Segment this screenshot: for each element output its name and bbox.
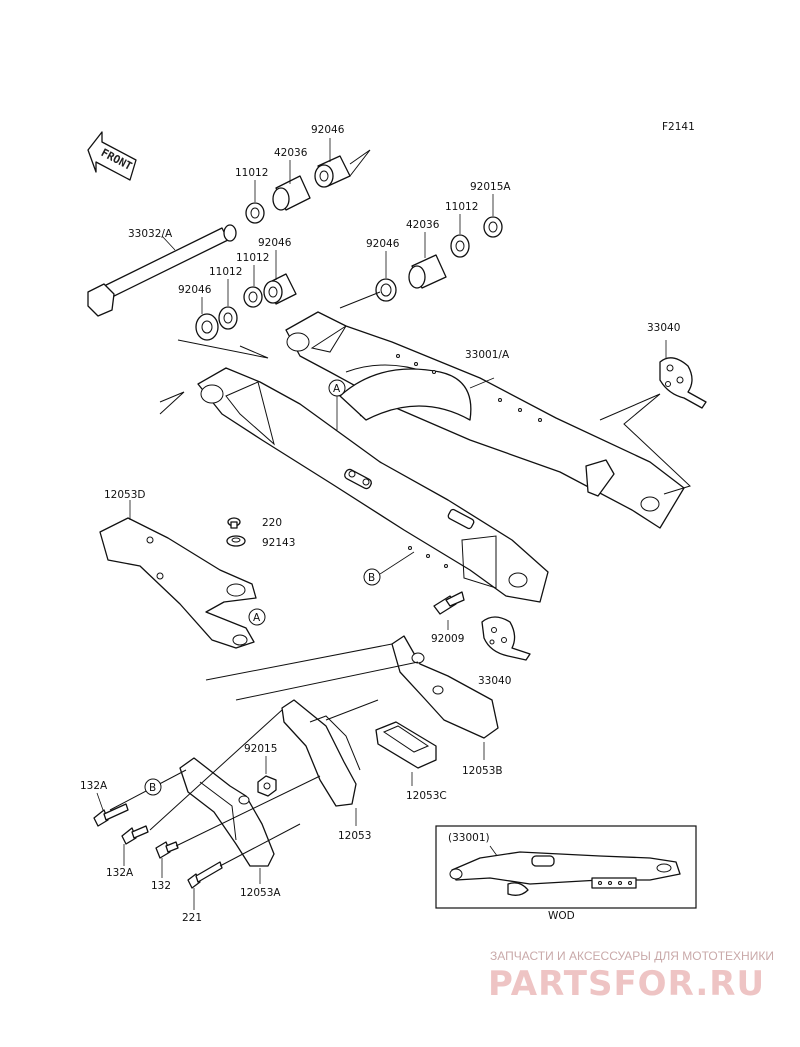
label-92009: 92009 [431, 633, 464, 645]
label-11012-right: 11012 [445, 201, 478, 213]
label-12053a: 12053A [240, 887, 281, 899]
label-33040-mid: 33040 [478, 675, 511, 687]
nut-92015 [257, 775, 277, 797]
label-12053b: 12053B [462, 765, 503, 777]
watermark-brand: PARTSFOR.RU [488, 964, 765, 1004]
chain-adjuster-lower [447, 616, 531, 661]
label-92015: 92015 [244, 743, 277, 755]
callout-b-lower-label: B [149, 782, 156, 794]
callout-b-lower: B [144, 778, 162, 796]
label-42036-left: 42036 [274, 147, 308, 159]
label-92046-top: 92046 [311, 124, 345, 136]
chain-adjuster-upper [599, 340, 707, 495]
bearing-stack-upper-left [245, 149, 371, 224]
label-132: 132 [151, 880, 171, 892]
guide-plate-12053b [391, 635, 499, 760]
label-33032a: 33032/A [128, 228, 173, 240]
inset-box: (33001) WOD [435, 825, 697, 922]
label-92143: 92143 [262, 537, 295, 549]
callout-b-upper-label: B [368, 572, 375, 584]
slider-pad-12053c [375, 721, 437, 786]
label-12053c: 12053C [406, 790, 447, 802]
label-132a-low: 132A [106, 867, 134, 879]
bearing-stack-lower-left [177, 273, 297, 359]
bolt-132a-left [93, 803, 129, 827]
label-92015a: 92015A [470, 181, 511, 193]
swing-arm [159, 311, 685, 603]
chain-guide-upper [99, 500, 257, 649]
inset-swing-arm [449, 851, 681, 896]
callout-a-lower-label: A [253, 612, 261, 624]
label-92046-mid: 92046 [258, 237, 292, 249]
pivot-shaft [87, 224, 237, 317]
callout-a-lower: A [248, 608, 266, 626]
guide-plate-12053a [179, 757, 275, 884]
inset-caption: WOD [548, 910, 575, 922]
label-92046-right: 92046 [366, 238, 400, 250]
bearing-stack-right [339, 216, 503, 309]
label-220: 220 [262, 517, 282, 529]
label-33040-top: 33040 [647, 322, 680, 334]
callout-b-upper: B [363, 551, 415, 586]
callout-a-upper: A [328, 379, 346, 430]
watermark: ЗАПЧАСТИ И АКСЕССУАРЫ ДЛЯ МОТОТЕХНИКИ PA… [488, 949, 774, 1004]
label-132a-left: 132A [80, 780, 108, 792]
watermark-tagline: ЗАПЧАСТИ И АКСЕССУАРЫ ДЛЯ МОТОТЕХНИКИ [490, 949, 774, 963]
label-12053: 12053 [338, 830, 371, 842]
guide-plate-12053 [281, 699, 361, 826]
label-221: 221 [182, 912, 202, 924]
label-11012-mid2: 11012 [209, 266, 242, 278]
label-92046-low: 92046 [178, 284, 212, 296]
front-arrow-icon: FRONT [87, 131, 137, 181]
assembly-lines [109, 643, 419, 867]
label-11012-mid: 11012 [236, 252, 269, 264]
bolt-220 [227, 517, 241, 529]
washer-92143 [226, 535, 246, 547]
label-33001a: 33001/A [465, 349, 510, 361]
bolt-221 [187, 861, 223, 889]
callout-a-upper-label: A [333, 383, 341, 395]
label-42036-right: 42036 [406, 219, 440, 231]
label-12053d: 12053D [104, 489, 146, 501]
figure-code: F2141 [662, 121, 695, 133]
bolt-132 [155, 841, 179, 859]
adjuster-bolt-92009 [433, 591, 465, 615]
bolt-132a-low [121, 825, 149, 845]
inset-title: (33001) [448, 832, 490, 844]
label-11012-left-top: 11012 [235, 167, 268, 179]
